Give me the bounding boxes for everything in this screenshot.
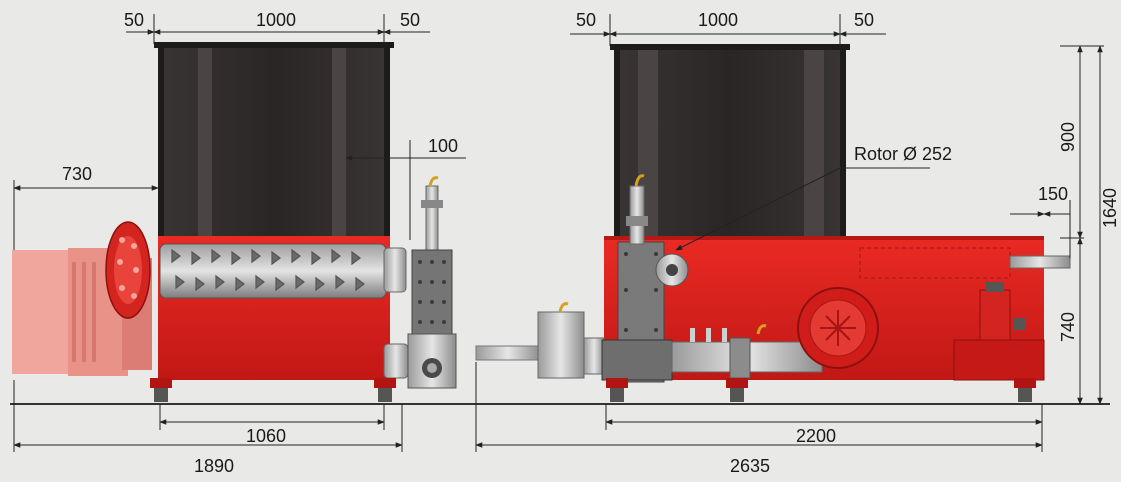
front-gear-stub [383, 343, 409, 379]
side-foot-left-plate [606, 378, 628, 388]
hydraulic-cylinder-icon [407, 176, 457, 389]
front-foot-right [378, 388, 392, 402]
front-dim-top-left: 50 [124, 10, 144, 30]
side-dim-top-center: 1000 [698, 10, 738, 30]
side-dim-feet-span: 2200 [796, 426, 836, 446]
front-dim-top-right: 50 [400, 10, 420, 30]
front-dim-feet-span: 1060 [246, 426, 286, 446]
side-foot-right-plate [1014, 378, 1036, 388]
side-dim-outlet: 150 [1038, 184, 1068, 204]
front-dim-motor-overhang: 730 [62, 164, 92, 184]
front-rotor [159, 243, 387, 299]
side-dim-hopper-height: 900 [1058, 122, 1078, 152]
side-dim-total-height: 1640 [1100, 188, 1120, 228]
side-motor [797, 287, 879, 369]
outlet-pipe [1009, 255, 1071, 269]
side-dim-overall-length: 2635 [730, 456, 770, 476]
pulley-icon [105, 221, 151, 319]
side-foot-left [610, 388, 624, 402]
side-dim-top-right: 50 [854, 10, 874, 30]
front-foot-left [154, 388, 168, 402]
rotor-label: Rotor Ø 252 [854, 144, 952, 164]
front-dim-top-center: 1000 [256, 10, 296, 30]
front-bearing [383, 247, 407, 293]
hydraulic-unit [953, 282, 1045, 381]
side-dim-base-height: 740 [1058, 312, 1078, 342]
front-foot-right-plate [374, 378, 396, 388]
front-foot-left-plate [150, 378, 172, 388]
side-foot-right [1018, 388, 1032, 402]
front-hopper [154, 42, 394, 240]
front-view [12, 42, 457, 402]
front-dim-overall-width: 1890 [194, 456, 234, 476]
side-foot-mid [730, 388, 744, 402]
side-foot-mid-plate [726, 378, 748, 388]
side-view [475, 44, 1071, 402]
side-hopper [610, 44, 850, 238]
front-dim-hopper-offset: 100 [428, 136, 458, 156]
dimension-lines [13, 14, 1104, 452]
pusher-assembly [475, 302, 823, 381]
side-dim-top-left: 50 [576, 10, 596, 30]
